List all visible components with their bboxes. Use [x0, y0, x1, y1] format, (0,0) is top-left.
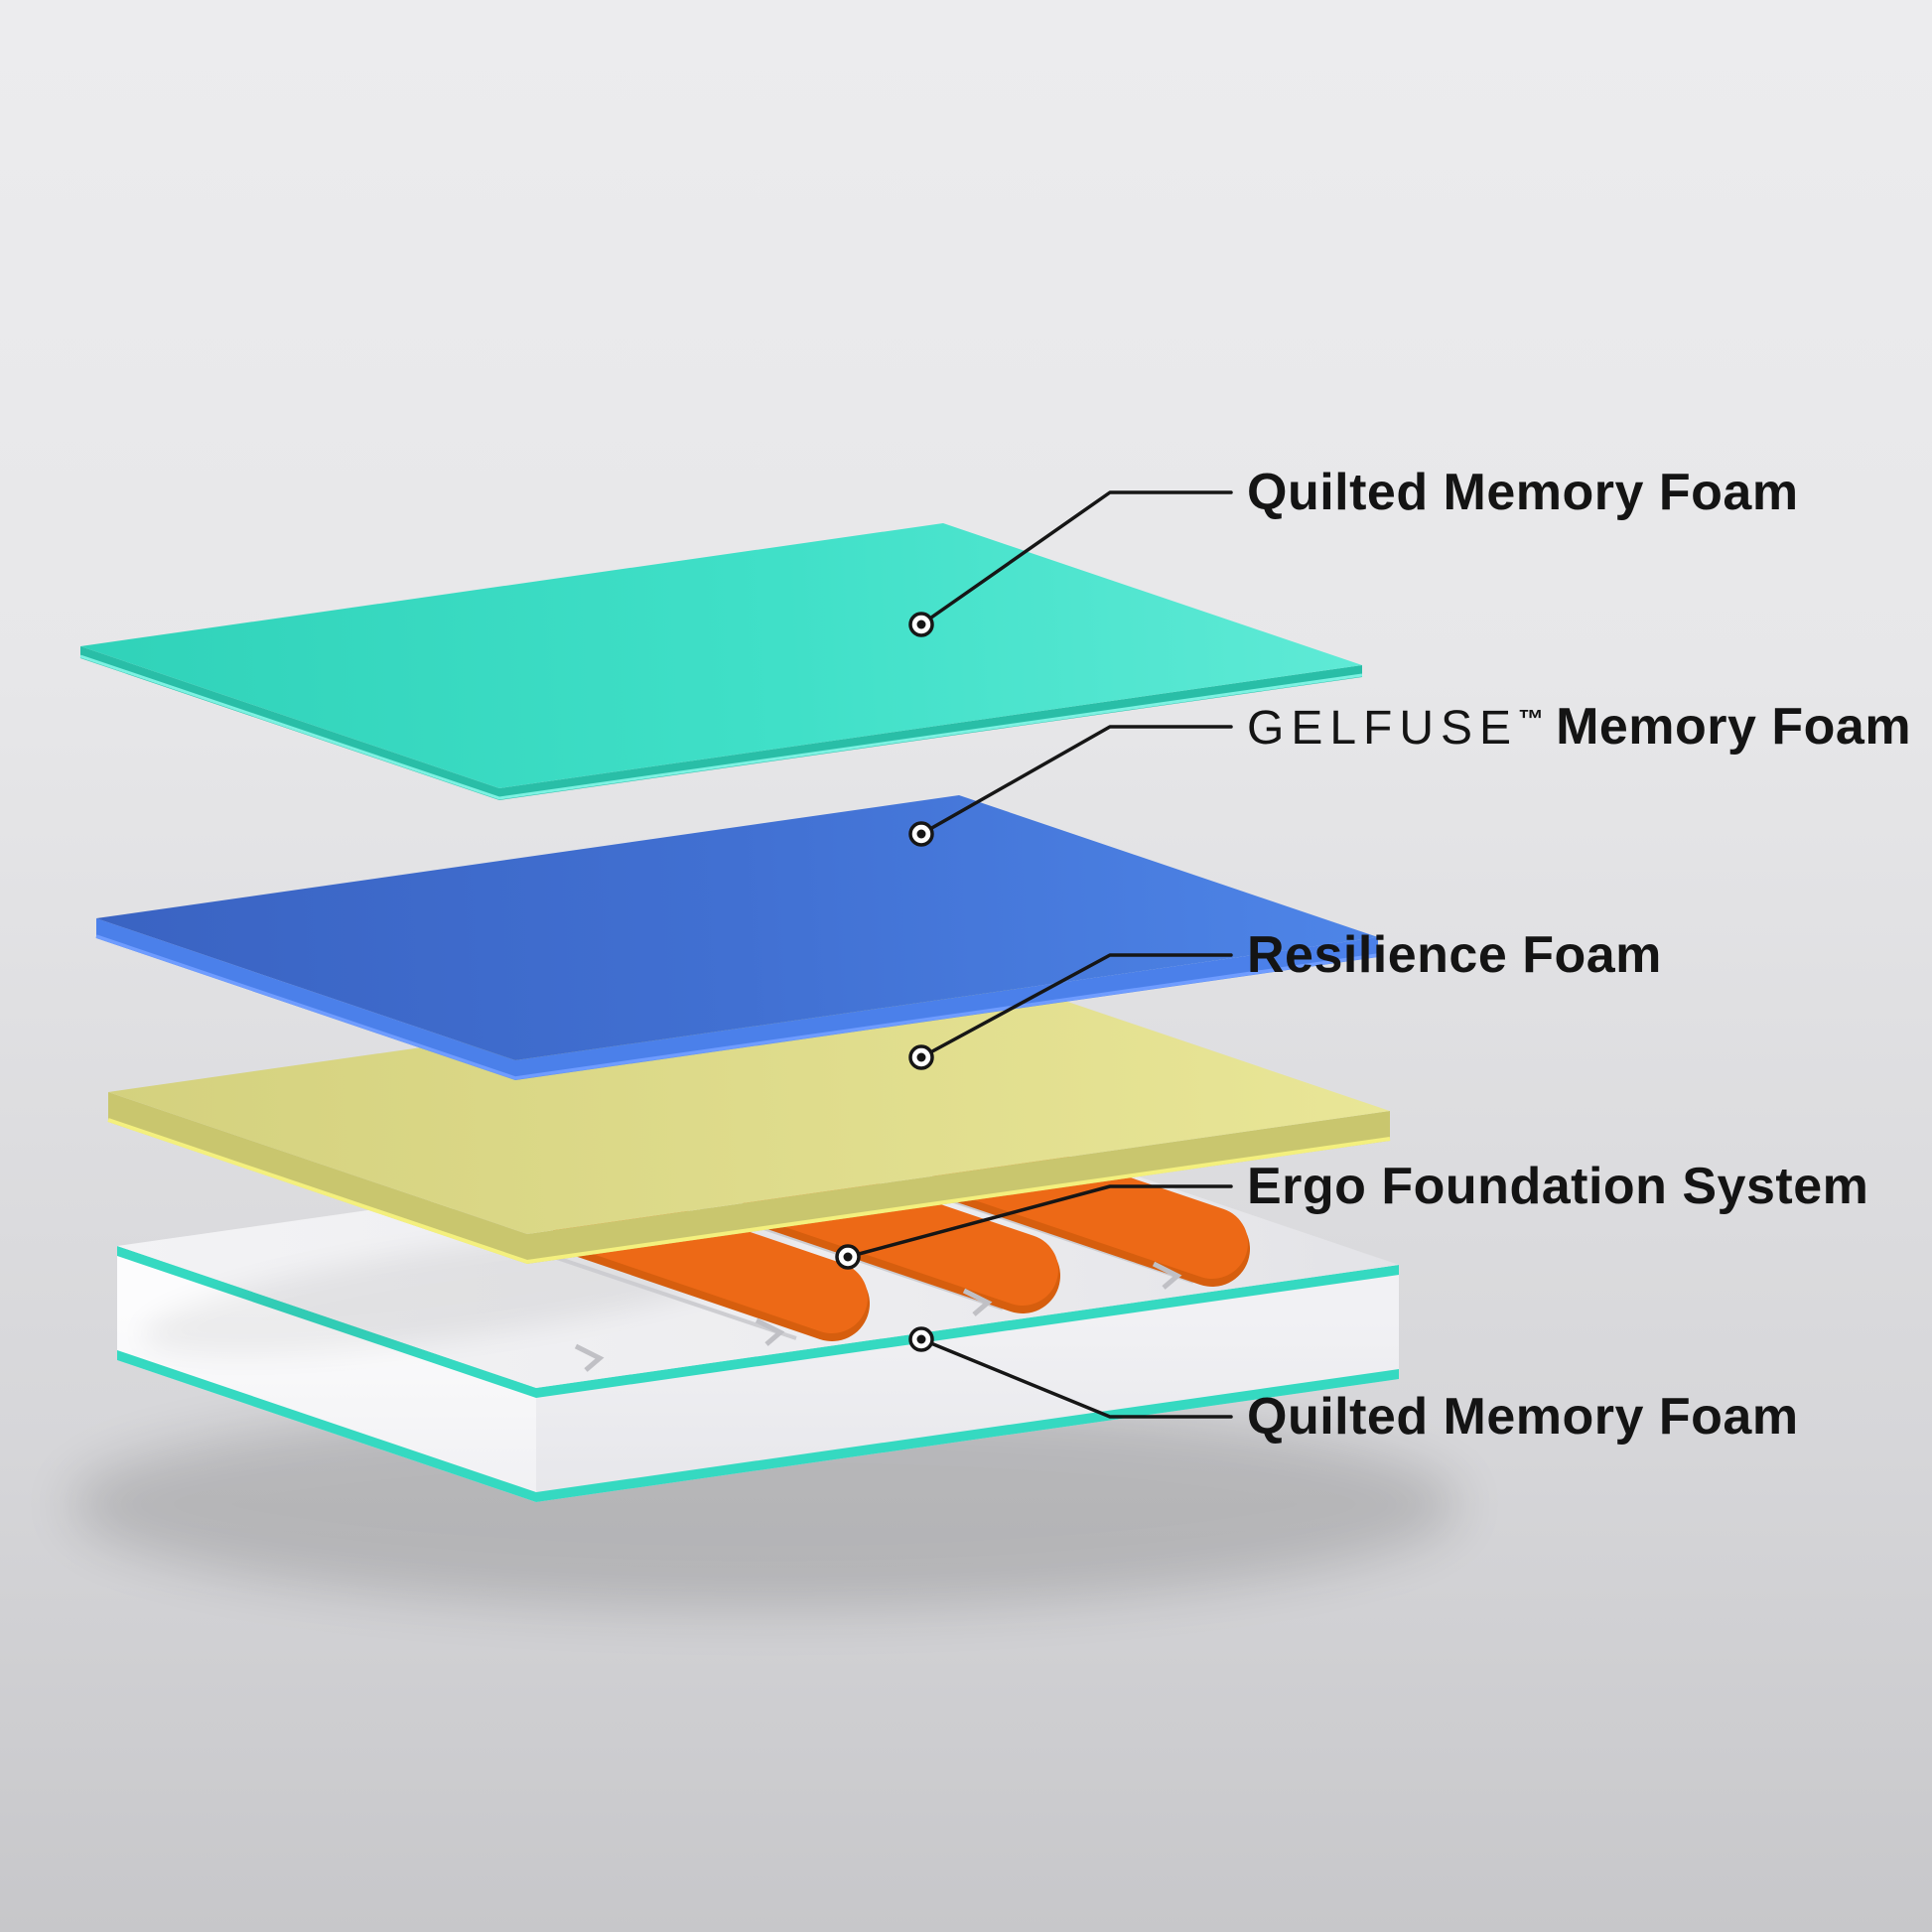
callout-dot-resilience: [908, 1044, 934, 1070]
label-ergo-foundation-system: Ergo Foundation System: [1247, 1157, 1868, 1216]
callout-line-resilience: [919, 953, 1233, 1059]
label-text: Memory Foam: [1556, 698, 1912, 756]
label-text: Ergo Foundation System: [1247, 1158, 1869, 1215]
base-trim-bottom-left: [117, 1350, 536, 1502]
layer-resilience-foam: [107, 969, 1391, 1265]
label-quilted-memory-foam-top: Quilted Memory Foam: [1247, 463, 1799, 522]
label-text: Quilted Memory Foam: [1247, 464, 1799, 521]
blue-side-left: [96, 918, 515, 1080]
callout-line-quilted-bottom: [919, 1337, 1233, 1419]
blue-bottom-rim: [95, 934, 1379, 1080]
label-quilted-memory-foam-bottom: Quilted Memory Foam: [1247, 1387, 1799, 1447]
label-resilience-foam: Resilience Foam: [1247, 925, 1662, 985]
layer-quilted-memory-foam-top: [79, 523, 1363, 800]
yellow-side-left: [108, 1092, 527, 1264]
label-text: Resilience Foam: [1247, 926, 1662, 984]
callout-line-quilted-top: [919, 490, 1233, 626]
callouts: [835, 490, 1233, 1419]
yellow-bottom-rim: [107, 1118, 1391, 1265]
callout-dot-quilted-top: [908, 612, 934, 637]
callout-dot-ergo: [835, 1244, 861, 1270]
callout-dot-quilted-bottom: [908, 1326, 934, 1352]
blue-side-right: [515, 937, 1378, 1080]
label-text: Quilted Memory Foam: [1247, 1388, 1799, 1446]
label-gelfuse-memory-foam: GELFUSE™ Memory Foam: [1247, 697, 1911, 757]
yellow-top-face: [108, 969, 1390, 1234]
base-trim-bottom-right: [536, 1369, 1399, 1502]
notch-chevron: [962, 1288, 993, 1316]
notch-chevron: [574, 1343, 605, 1372]
base-side-right: [536, 1265, 1399, 1502]
yellow-side-right: [527, 1111, 1390, 1264]
teal-top-face: [80, 523, 1362, 788]
base-trim-top-right: [536, 1265, 1399, 1398]
blue-top-face: [96, 795, 1378, 1060]
trademark-symbol: ™: [1518, 704, 1545, 734]
gelfuse-brand-text: GELFUSE: [1247, 702, 1519, 755]
base-notches: [574, 1261, 1182, 1372]
layer-gelfuse-memory-foam: [95, 795, 1379, 1080]
notch-chevron: [755, 1317, 785, 1346]
callout-line-ergo: [846, 1184, 1233, 1259]
callout-line-gelfuse: [919, 725, 1233, 836]
notch-chevron: [1152, 1261, 1182, 1290]
teal-bottom-rim: [79, 654, 1363, 800]
callout-dot-gelfuse: [908, 821, 934, 847]
